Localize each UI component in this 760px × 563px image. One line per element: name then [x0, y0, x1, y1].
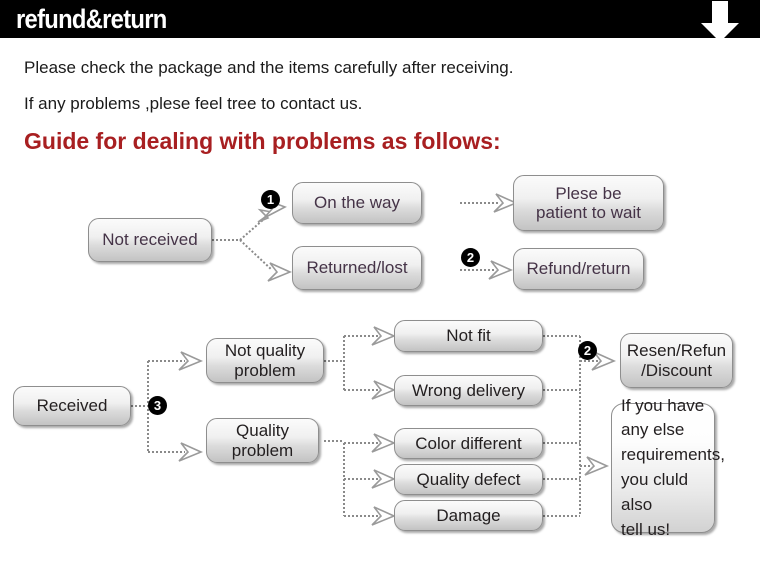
- flow-box-line-2: problem: [234, 360, 296, 380]
- flow-box-line-2: /Discount: [641, 360, 712, 380]
- flow-box-quality-defect[interactable]: Quality defect: [394, 464, 543, 495]
- header-bar: refund&return: [0, 0, 760, 38]
- flow-box-please-be-patient[interactable]: Plese be patient to wait: [513, 175, 664, 231]
- guide-heading: Guide for dealing with problems as follo…: [24, 128, 501, 154]
- flow-box-line-1: Plese be: [555, 183, 622, 203]
- down-arrow-icon: [701, 1, 739, 42]
- note-line-3: requirements,: [621, 445, 725, 465]
- flow-box-on-the-way[interactable]: On the way: [292, 182, 422, 224]
- step-badge-2-lower: 2: [578, 341, 597, 360]
- flow-box-quality-problem[interactable]: Quality problem: [206, 418, 319, 463]
- flow-box-not-received[interactable]: Not received: [88, 218, 212, 262]
- note-line-1: If you have: [621, 395, 705, 415]
- note-line-4: you cluld also: [621, 470, 689, 514]
- page-title: refund&return: [16, 4, 167, 34]
- step-badge-3: 3: [148, 396, 167, 415]
- note-line-5: tell us!: [621, 519, 671, 539]
- flow-box-line-2: problem: [231, 440, 294, 460]
- flow-box-any-else-requirements[interactable]: If you have any else requirements, you c…: [611, 396, 725, 539]
- flow-box-not-fit[interactable]: Not fit: [394, 320, 543, 352]
- flow-box-not-quality-problem[interactable]: Not quality problem: [206, 338, 324, 383]
- flow-box-color-different[interactable]: Color different: [394, 428, 543, 459]
- flow-box-damage[interactable]: Damage: [394, 500, 543, 531]
- step-badge-2: 2: [461, 248, 480, 267]
- flow-box-wrong-delivery[interactable]: Wrong delivery: [394, 375, 543, 406]
- flow-box-resend-refund-discount[interactable]: Resen/Refun /Discount: [620, 333, 733, 388]
- flow-box-line-1: Quality: [236, 421, 289, 441]
- intro-line-2: If any problems ,plese feel tree to cont…: [24, 94, 363, 113]
- step-badge-1: 1: [261, 190, 280, 209]
- flow-box-line-1: Resen/Refun: [626, 341, 727, 361]
- note-line-2: any else: [621, 420, 685, 440]
- flow-box-line-2: patient to wait: [536, 203, 641, 222]
- flow-box-line-1: Not quality: [224, 341, 306, 361]
- intro-line-1: Please check the package and the items c…: [24, 58, 514, 77]
- flow-box-received[interactable]: Received: [13, 386, 131, 426]
- flow-box-refund-return[interactable]: Refund/return: [513, 248, 644, 290]
- flow-box-returned-lost[interactable]: Returned/lost: [292, 246, 422, 290]
